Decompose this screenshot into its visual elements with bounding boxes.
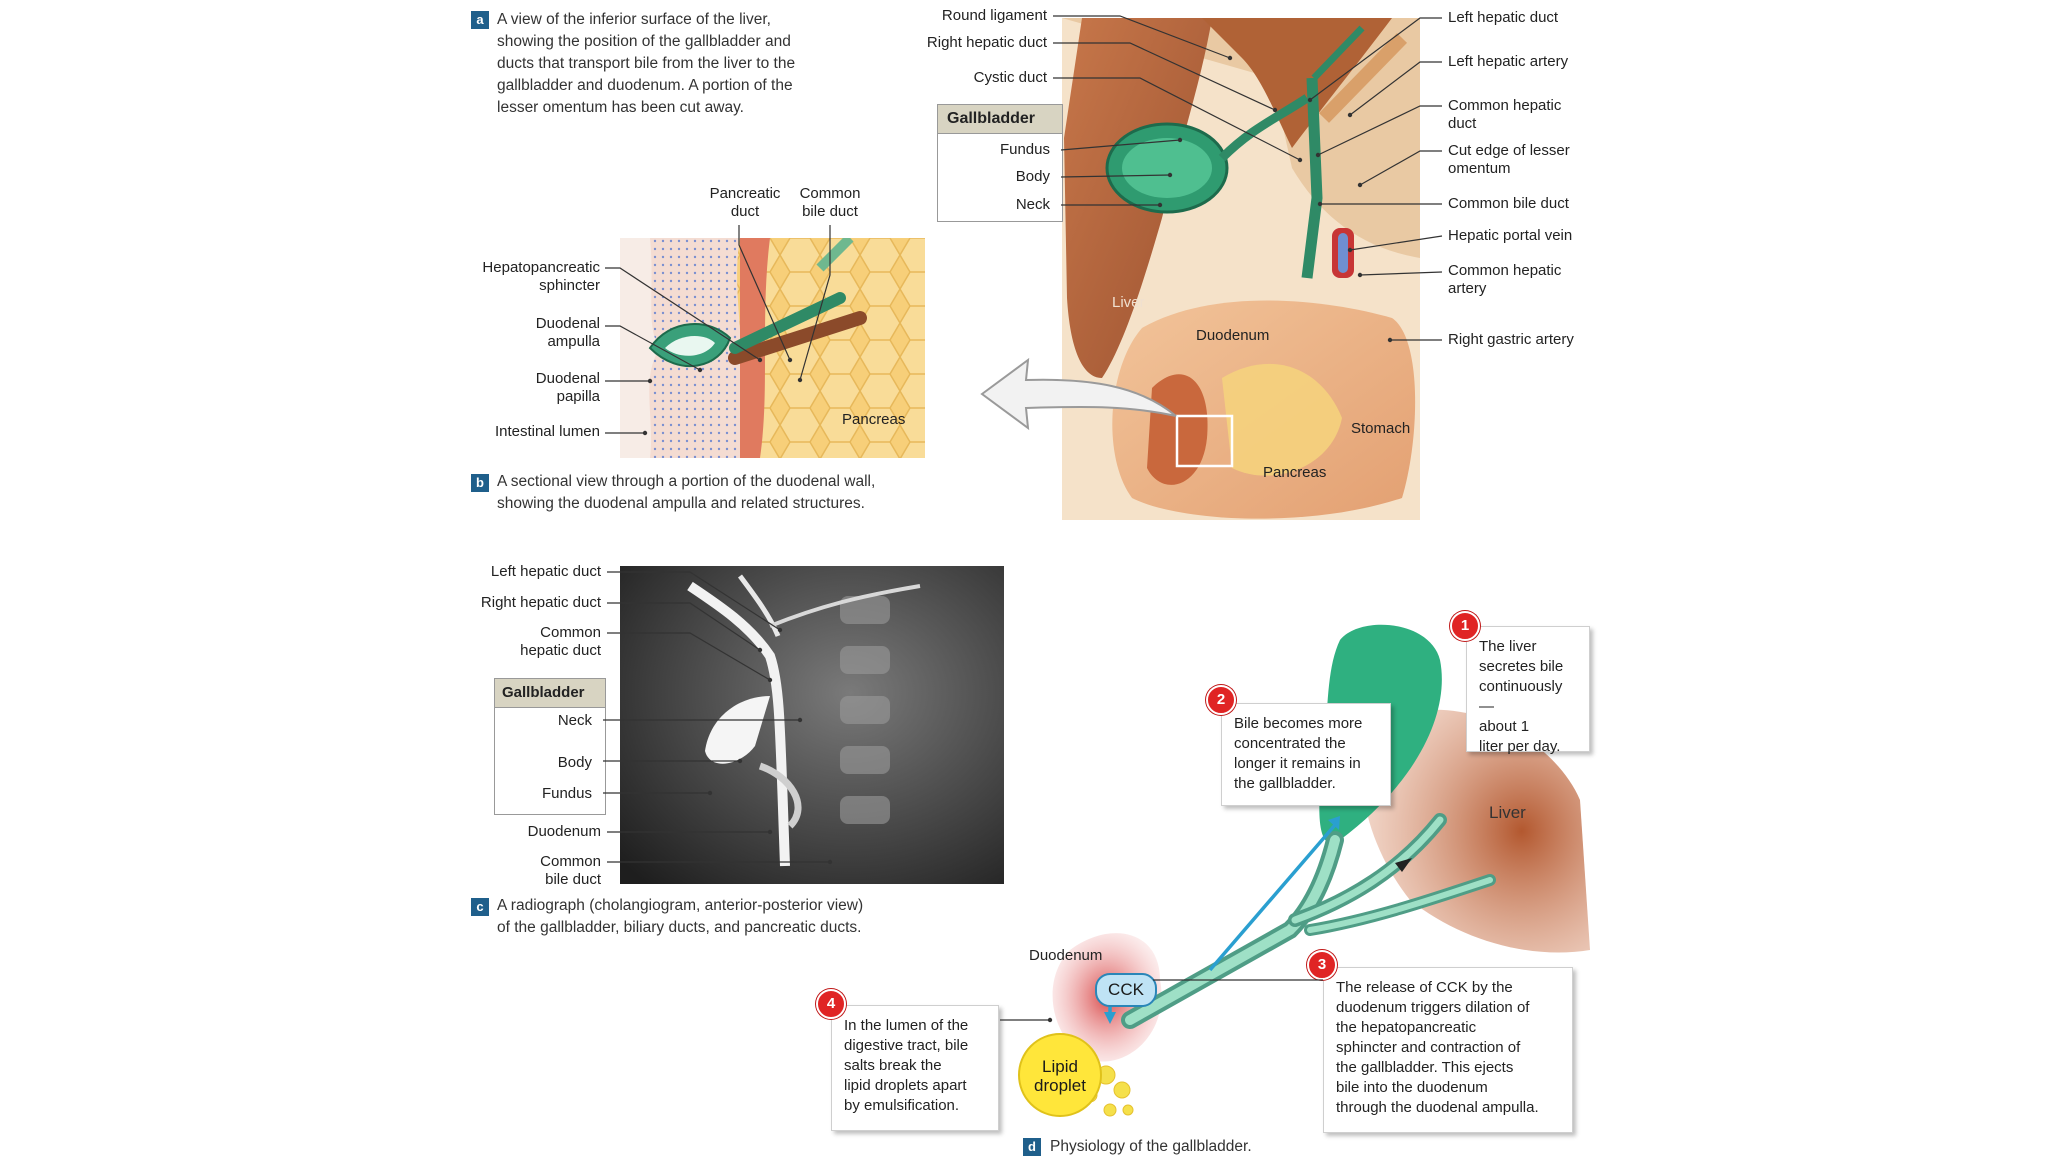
label-left-hepatic-duct-c: Left hepatic duct bbox=[490, 563, 601, 580]
label-common-bile-duct-a: Common bile duct bbox=[1448, 195, 1569, 212]
panel-a-badge: a bbox=[471, 11, 489, 29]
panel-d-badge: d bbox=[1023, 1138, 1041, 1156]
label-pancreas-b: Pancreas bbox=[842, 411, 906, 428]
step-4-number: 4 bbox=[816, 989, 846, 1019]
panel-d-caption: Physiology of the gallbladder. bbox=[1050, 1138, 1252, 1155]
label-common-hepatic-duct-c: Common hepatic duct bbox=[520, 624, 601, 659]
step-1-number: 1 bbox=[1450, 611, 1480, 641]
zoom-arrow bbox=[980, 357, 1177, 431]
label-liver-a: Liver bbox=[1112, 294, 1145, 311]
cck-badge: CCK bbox=[1095, 973, 1157, 1007]
label-right-hepatic-duct-c: Right hepatic duct bbox=[480, 594, 601, 611]
label-duodenal-papilla: Duodenal papilla bbox=[535, 370, 600, 405]
step-3-number: 3 bbox=[1307, 950, 1337, 980]
cck-signal-arrow bbox=[1208, 823, 1337, 972]
cholangiogram-radiograph bbox=[620, 566, 1004, 884]
label-fundus-c: Fundus bbox=[541, 785, 592, 802]
zoom-box bbox=[1175, 414, 1234, 468]
step-2-callout: Bile becomes more concentrated the longe… bbox=[1221, 703, 1391, 806]
label-hepatopancreatic-sphincter: Hepatopancreatic sphincter bbox=[482, 259, 600, 294]
step-1-callout: The liver secretes bile continuously— ab… bbox=[1466, 626, 1590, 755]
step-3-callout: The release of CCK by the duodenum trigg… bbox=[1323, 967, 1573, 1133]
label-neck-c: Neck bbox=[557, 712, 592, 729]
label-right-hepatic-duct: Right hepatic duct bbox=[926, 34, 1047, 51]
label-common-hepatic-duct: Common hepatic duct bbox=[1448, 97, 1562, 132]
panel-b-badge: b bbox=[471, 474, 489, 492]
label-body: Body bbox=[1015, 168, 1050, 185]
gallbladder-legend-c: Gallbladder Neck Body Fundus bbox=[494, 678, 606, 815]
label-pancreas-a: Pancreas bbox=[1263, 464, 1327, 481]
label-stomach: Stomach bbox=[1351, 420, 1411, 437]
label-common-hepatic-artery: Common hepatic artery bbox=[1448, 262, 1562, 297]
label-neck: Neck bbox=[1015, 196, 1050, 213]
label-common-bile-duct-b: Common bile duct bbox=[799, 185, 861, 220]
step-2-number: 2 bbox=[1206, 685, 1236, 715]
label-duodenum-d: Duodenum bbox=[1029, 947, 1103, 964]
label-duodenal-ampulla: Duodenal ampulla bbox=[535, 315, 600, 350]
liver-inferior-illustration bbox=[1062, 18, 1420, 520]
panel-c-badge: c bbox=[471, 898, 489, 916]
xray-gallbladder bbox=[705, 696, 770, 764]
label-hepatic-portal-vein: Hepatic portal vein bbox=[1448, 227, 1573, 244]
panel-c-caption: A radiograph (cholangiogram, anterior-po… bbox=[497, 897, 864, 936]
lipid-droplet: Lipid droplet bbox=[1018, 1033, 1102, 1117]
step-4-callout: In the lumen of the digestive tract, bil… bbox=[831, 1005, 999, 1131]
label-left-hepatic-duct: Left hepatic duct bbox=[1448, 9, 1559, 26]
label-common-bile-duct-c: Common bile duct bbox=[540, 853, 601, 888]
pancreas bbox=[1222, 363, 1342, 476]
label-cut-edge-lesser-omentum: Cut edge of lesser omentum bbox=[1448, 142, 1570, 177]
gallbladder-legend-a: Gallbladder Fundus Body Neck bbox=[937, 104, 1063, 222]
gallbladder-legend-title: Gallbladder bbox=[938, 105, 1062, 134]
label-round-ligament: Round ligament bbox=[941, 7, 1047, 24]
panel-b-caption: A sectional view through a portion of th… bbox=[497, 473, 876, 512]
label-left-hepatic-artery: Left hepatic artery bbox=[1448, 53, 1569, 70]
panel-a-caption: A view of the inferior surface of the li… bbox=[497, 11, 796, 116]
gallbladder-legend-title-c: Gallbladder bbox=[495, 679, 605, 708]
label-intestinal-lumen: Intestinal lumen bbox=[494, 423, 600, 440]
common-bile-duct bbox=[1301, 77, 1323, 279]
label-duodenum-c: Duodenum bbox=[527, 823, 601, 840]
label-cystic-duct: Cystic duct bbox=[973, 69, 1047, 86]
liver-d bbox=[1362, 709, 1590, 953]
label-pancreatic-duct: Pancreatic duct bbox=[709, 185, 781, 220]
label-body-c: Body bbox=[557, 754, 592, 771]
label-fundus: Fundus bbox=[999, 141, 1050, 158]
label-duodenum-a: Duodenum bbox=[1196, 327, 1270, 344]
label-liver-d: Liver bbox=[1489, 803, 1526, 822]
label-right-gastric-artery: Right gastric artery bbox=[1448, 331, 1574, 348]
